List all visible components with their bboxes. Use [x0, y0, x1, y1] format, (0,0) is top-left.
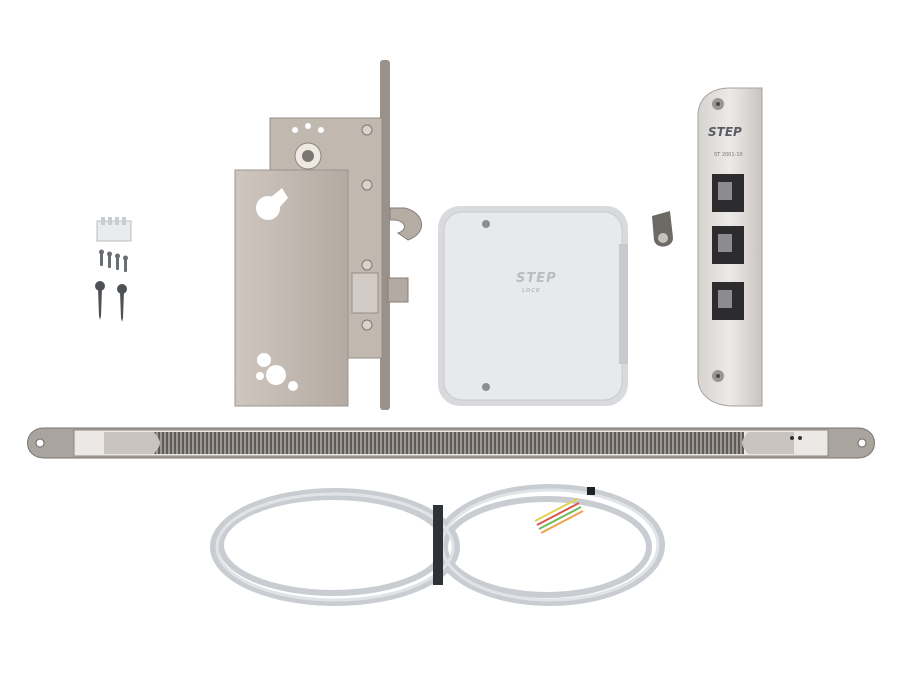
- cable-clip: [652, 211, 673, 247]
- strike-plate: STEP ST 2001-10: [697, 87, 763, 407]
- cable-transfer-loop: [27, 427, 875, 459]
- mortise-lock-body: [234, 60, 422, 410]
- control-box: STEP LOCK: [438, 206, 628, 406]
- connector-block: [96, 217, 132, 242]
- mounting-screws: [95, 249, 128, 322]
- cable-coil: [210, 484, 665, 606]
- brand-logo-text: STEP: [516, 271, 557, 286]
- plate-logo-text: STEP: [708, 125, 742, 139]
- brand-logo-subtext: LOCK: [522, 288, 541, 294]
- plate-code-text: ST 2001-10: [714, 152, 743, 158]
